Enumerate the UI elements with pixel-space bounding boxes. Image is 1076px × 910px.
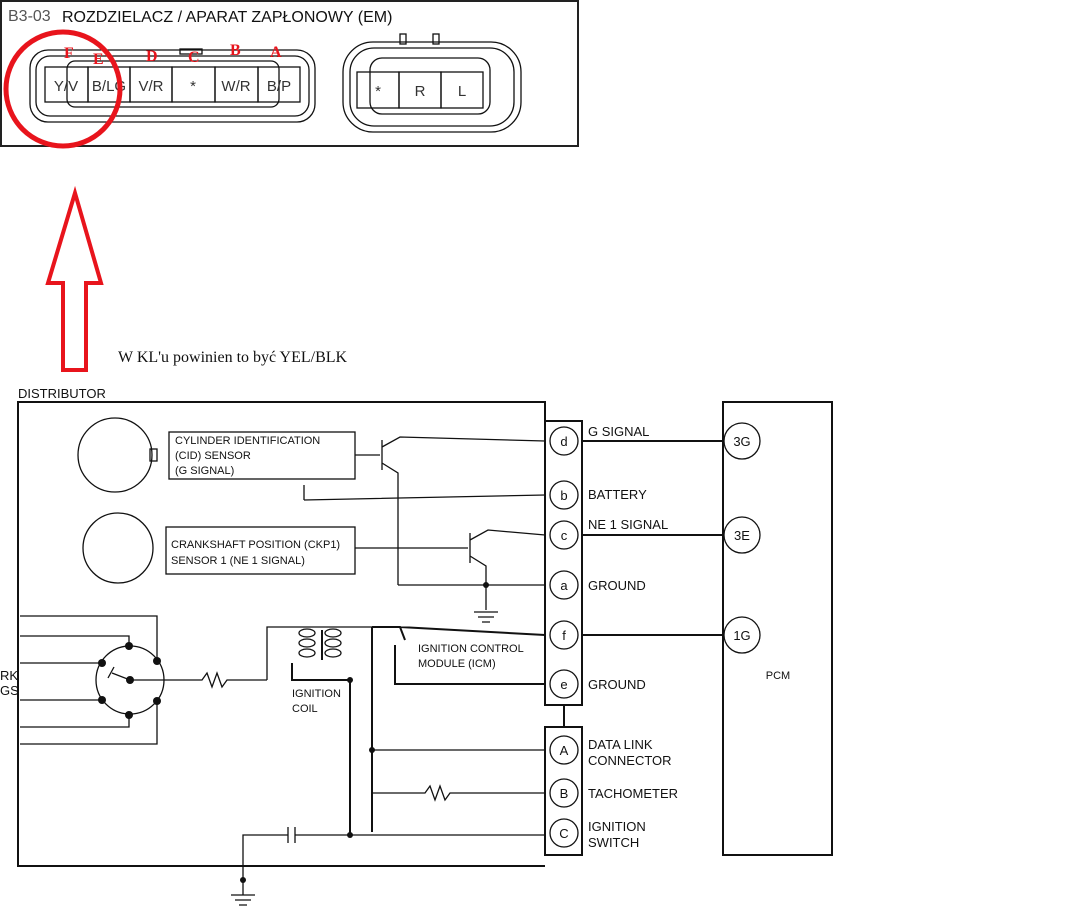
connector-code: B3-03: [8, 8, 51, 25]
terminal-label: DATA LINK: [588, 737, 653, 752]
ignition-coil-label: COIL: [292, 703, 318, 715]
distributor-label: DISTRIBUTOR: [18, 386, 106, 401]
terminal-strip-2: [544, 726, 583, 856]
coil-icon: [298, 628, 342, 658]
terminal-label: CONNECTOR: [588, 753, 672, 768]
pin-letter: C: [188, 49, 200, 66]
terminal-pins: d b c a f e: [549, 426, 579, 699]
cid-sensor-label: (G SIGNAL): [175, 465, 234, 477]
pin-letter: A: [270, 44, 282, 61]
pin-letters: F E D C B A: [64, 42, 282, 68]
icm-label: MODULE (ICM): [418, 658, 496, 670]
terminal-pin: A: [560, 743, 569, 758]
terminal-label: BATTERY: [588, 487, 647, 502]
pin-cell: V/R: [138, 78, 163, 95]
terminal-label: SWITCH: [588, 835, 639, 850]
terminal-pin: f: [562, 628, 566, 643]
terminal-pin: a: [560, 578, 568, 593]
terminal-label: GROUND: [588, 578, 646, 593]
pcm-pin: 3E: [734, 528, 750, 543]
second-connector: * R L: [342, 33, 522, 133]
pin-letter: D: [146, 48, 158, 65]
ckp-sensor-label: SENSOR 1 (NE 1 SIGNAL): [171, 555, 305, 567]
pin-letter: B: [230, 42, 241, 59]
highlight-circle: [3, 29, 123, 149]
pin-cell: *: [190, 78, 196, 95]
cid-sensor-label: CYLINDER IDENTIFICATION: [175, 435, 320, 447]
pcm-pin: 1G: [733, 628, 750, 643]
icm-label: IGNITION CONTROL: [418, 643, 524, 655]
spark-plugs-label: RK: [0, 668, 18, 683]
pin-letter: F: [64, 45, 74, 62]
terminal-label: IGNITION: [588, 819, 646, 834]
pcm-label: PCM: [766, 670, 790, 682]
terminal-pin: c: [561, 528, 568, 543]
connector-title: ROZDZIELACZ / APARAT ZAPŁONOWY (EM): [62, 9, 392, 26]
spark-plugs-label: GS: [0, 683, 19, 698]
terminal-label: GROUND: [588, 677, 646, 692]
ignition-coil-label: IGNITION: [292, 688, 341, 700]
cid-sensor-label: (CID) SENSOR: [175, 450, 251, 462]
pin-cell: W/R: [221, 78, 250, 95]
terminal-label: G SIGNAL: [588, 424, 649, 439]
terminal-strip: [544, 420, 583, 706]
pin-cell: R: [415, 83, 426, 100]
pin-cell: *: [375, 83, 381, 100]
pin-cell: Y/V: [54, 78, 78, 95]
terminal-pin: C: [559, 826, 568, 841]
terminal-pin: d: [560, 434, 567, 449]
pin-letter: E: [93, 51, 104, 68]
pin-cell: L: [458, 83, 466, 100]
ckp-sensor-label: CRANKSHAFT POSITION (CKP1): [171, 539, 340, 551]
terminal-label: NE 1 SIGNAL: [588, 517, 668, 532]
arrow-up-icon: [45, 185, 104, 372]
annotation-note: W KL'u powinien to być YEL/BLK: [118, 349, 348, 366]
connector-panel: B3-03 ROZDZIELACZ / APARAT ZAPŁONOWY (EM…: [0, 0, 579, 147]
pin-cell: B/P: [267, 78, 291, 95]
terminal-pin: e: [560, 677, 567, 692]
terminal-pin: B: [560, 786, 569, 801]
terminal-label: TACHOMETER: [588, 786, 678, 801]
terminal-pin: b: [560, 488, 567, 503]
pcm-pin: 3G: [733, 434, 750, 449]
pcm-box: [722, 401, 833, 856]
